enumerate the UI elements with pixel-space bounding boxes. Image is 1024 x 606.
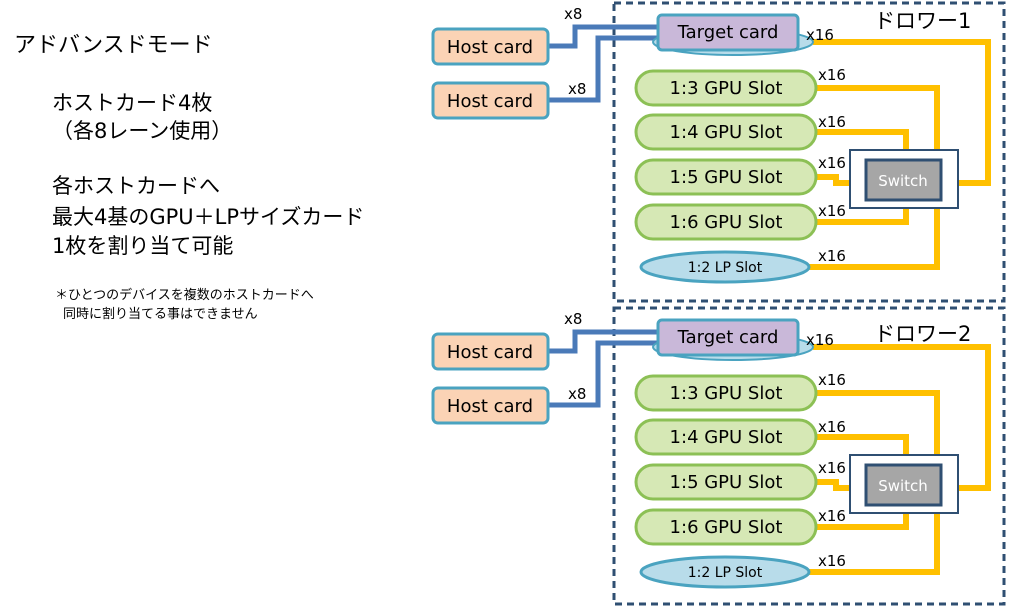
lp-lane-label: x16 bbox=[818, 247, 846, 265]
gpu-slot bbox=[634, 508, 818, 546]
switch-box bbox=[864, 463, 943, 507]
target-card-label: Target card bbox=[677, 22, 779, 43]
gpu-slot bbox=[634, 203, 818, 241]
link-lp-to-switch bbox=[808, 208, 940, 270]
gpu-lane-label: x16 bbox=[818, 202, 846, 220]
link-target-to-switch bbox=[813, 344, 991, 491]
gpu-slot bbox=[634, 69, 818, 107]
gpu-slot bbox=[634, 113, 818, 151]
link-slot4-to-switch bbox=[815, 434, 909, 455]
host2-lane-label: x8 bbox=[568, 80, 586, 98]
x8-links bbox=[548, 329, 658, 408]
drawer-border bbox=[612, 1, 1006, 303]
target-lane-label: x16 bbox=[806, 331, 834, 349]
gpu-slot-label: 1:5 GPU Slot bbox=[670, 472, 783, 493]
gpu-lane-label: x16 bbox=[818, 371, 846, 389]
lp-slot bbox=[639, 555, 811, 589]
switch-label: Switch bbox=[878, 477, 928, 495]
gpu-slot bbox=[634, 374, 818, 412]
host-card-label: Host card bbox=[447, 396, 533, 417]
link-target-to-switch bbox=[813, 39, 991, 186]
assign-line1: 各ホストカードへ bbox=[52, 174, 220, 198]
gpu-slot bbox=[634, 418, 818, 456]
host-card bbox=[431, 332, 550, 371]
lp-slot bbox=[639, 250, 811, 284]
link-host2-to-target bbox=[548, 340, 658, 408]
gpu-slot bbox=[634, 158, 818, 196]
gpu-lane-label: x16 bbox=[818, 154, 846, 172]
gpu-lane-label: x16 bbox=[818, 418, 846, 436]
host-card bbox=[431, 81, 550, 120]
link-slot4-to-switch bbox=[815, 129, 909, 150]
assign-line2: 最大4基のGPU＋LPサイズカード bbox=[52, 205, 364, 229]
lp-lane-label: x16 bbox=[818, 552, 846, 570]
gpu-slot bbox=[634, 463, 818, 501]
host-card bbox=[431, 27, 550, 66]
gpu-lane-label: x16 bbox=[818, 66, 846, 84]
gpu-slot-label: 1:6 GPU Slot bbox=[670, 517, 783, 538]
host-count-line1: ホストカード4枚 bbox=[52, 91, 212, 115]
gpu-slot-label: 1:4 GPU Slot bbox=[670, 122, 783, 143]
assign-line3: 1枚を割り当て可能 bbox=[52, 234, 233, 258]
link-slot3-to-switch bbox=[815, 85, 940, 150]
link-host1-to-target bbox=[548, 24, 658, 49]
switch-box bbox=[864, 158, 943, 202]
host-count-line2: （各8レーン使用） bbox=[52, 119, 232, 143]
link-lp-to-switch bbox=[808, 513, 940, 575]
host-card-label: Host card bbox=[447, 342, 533, 363]
description-panel: アドバンスドモード ホストカード4枚 （各8レーン使用） 各ホストカードへ 最大… bbox=[14, 33, 364, 322]
drawer-1: ドロワー1 Switch x8 x8 Host card Host card T bbox=[431, 1, 1006, 303]
lp-slot-label: 1:2 LP Slot bbox=[688, 565, 763, 581]
host-card-label: Host card bbox=[447, 91, 533, 112]
gpu-lane-label: x16 bbox=[818, 113, 846, 131]
host1-lane-label: x8 bbox=[564, 310, 582, 328]
gpu-slot-label: 1:3 GPU Slot bbox=[670, 383, 783, 404]
link-slot6-to-switch bbox=[815, 208, 909, 225]
gpu-slot-label: 1:6 GPU Slot bbox=[670, 212, 783, 233]
gpu-slot-label: 1:4 GPU Slot bbox=[670, 427, 783, 448]
target-card-label: Target card bbox=[677, 327, 779, 348]
host-card bbox=[431, 386, 550, 425]
x16-links bbox=[808, 39, 991, 270]
drawer-title: ドロワー1 bbox=[874, 9, 971, 33]
note-line2: 同時に割り当てる事はできません bbox=[63, 306, 258, 322]
switch-label: Switch bbox=[878, 172, 928, 190]
drawer-title: ドロワー2 bbox=[874, 322, 971, 346]
host1-lane-label: x8 bbox=[564, 5, 582, 23]
drawer-border bbox=[612, 306, 1006, 606]
target-card bbox=[656, 13, 800, 52]
link-host1-to-target bbox=[548, 329, 658, 354]
mode-title: アドバンスドモード bbox=[14, 33, 213, 58]
gpu-lane-label: x16 bbox=[818, 459, 846, 477]
target-card bbox=[656, 318, 800, 357]
note-line1: ＊ひとつのデバイスを複数のホストカードへ bbox=[55, 287, 314, 303]
gpu-slot-label: 1:5 GPU Slot bbox=[670, 167, 783, 188]
host-card-label: Host card bbox=[447, 37, 533, 58]
gpu-slot-label: 1:3 GPU Slot bbox=[670, 78, 783, 99]
target-lane-label: x16 bbox=[806, 26, 834, 44]
lp-slot-label: 1:2 LP Slot bbox=[688, 260, 763, 276]
link-slot6-to-switch bbox=[815, 513, 909, 530]
link-slot3-to-switch bbox=[815, 390, 940, 455]
drawer-2: ドロワー2 Switch x8 x8 Host card Host card T… bbox=[431, 306, 1006, 606]
host2-lane-label: x8 bbox=[568, 385, 586, 403]
link-host2-to-target bbox=[548, 35, 658, 103]
gpu-lane-label: x16 bbox=[818, 507, 846, 525]
x8-links bbox=[548, 24, 658, 103]
